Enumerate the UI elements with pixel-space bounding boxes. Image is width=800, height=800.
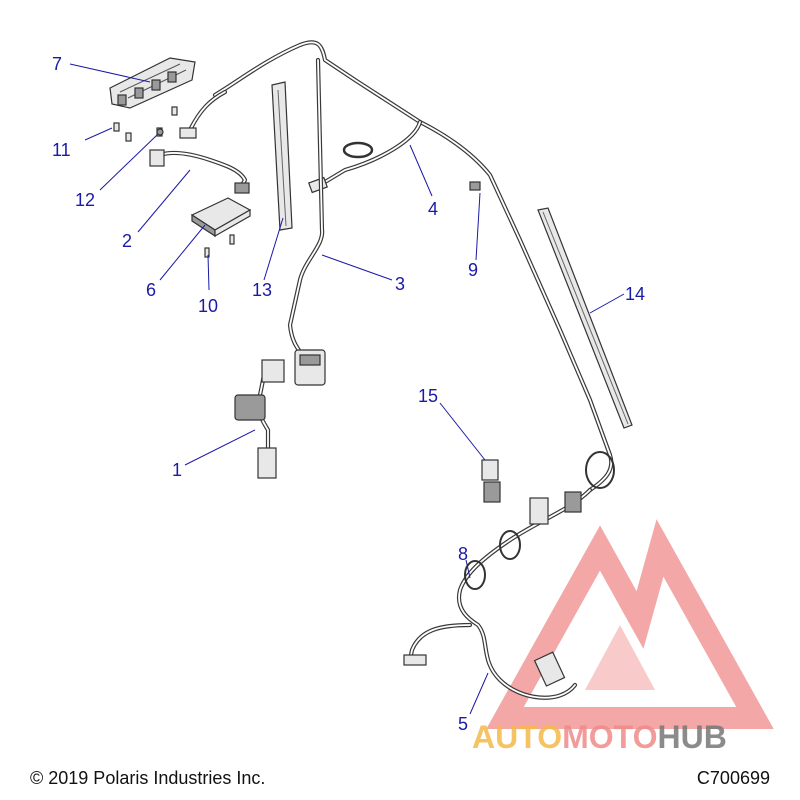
callout-numbers: 7 11 12 2 6 10 13 3 4 9 14 15 1 8 5	[52, 54, 645, 734]
callout-11: 11	[52, 140, 71, 160]
callout-8: 8	[458, 544, 468, 564]
automotohub-logo-mark	[486, 519, 774, 729]
seal-strip-13	[271, 81, 293, 231]
callout-6: 6	[146, 280, 156, 300]
callout-13: 13	[252, 280, 272, 300]
control-module-6	[190, 197, 252, 238]
vertical-harness	[287, 57, 326, 386]
callout-3: 3	[395, 274, 405, 294]
rear-harness-5	[403, 451, 615, 700]
copyright-notice: © 2019 Polaris Industries Inc.	[30, 768, 266, 788]
callout-9: 9	[468, 260, 478, 280]
callout-2: 2	[122, 231, 132, 251]
lower-harness-1	[234, 359, 285, 479]
callout-1: 1	[172, 460, 182, 480]
diagram-part-code: C700699	[696, 768, 770, 788]
callout-5: 5	[458, 714, 468, 734]
fasteners	[113, 106, 235, 258]
leader-lines	[69, 63, 625, 715]
watermark-text: AUTOMOTOHUB	[472, 719, 727, 755]
screw-11	[113, 122, 120, 132]
connectors-15	[481, 459, 501, 503]
callout-15: 15	[418, 386, 438, 406]
fuse-block-7	[109, 57, 196, 109]
callout-4: 4	[428, 199, 438, 219]
sub-harness-2	[149, 89, 250, 194]
callout-7: 7	[52, 54, 62, 74]
callout-14: 14	[625, 284, 645, 304]
screw-10	[204, 247, 210, 258]
nut-12	[156, 128, 164, 136]
callout-12: 12	[75, 190, 95, 210]
callout-10: 10	[198, 296, 218, 316]
seal-strip-14	[537, 207, 633, 429]
